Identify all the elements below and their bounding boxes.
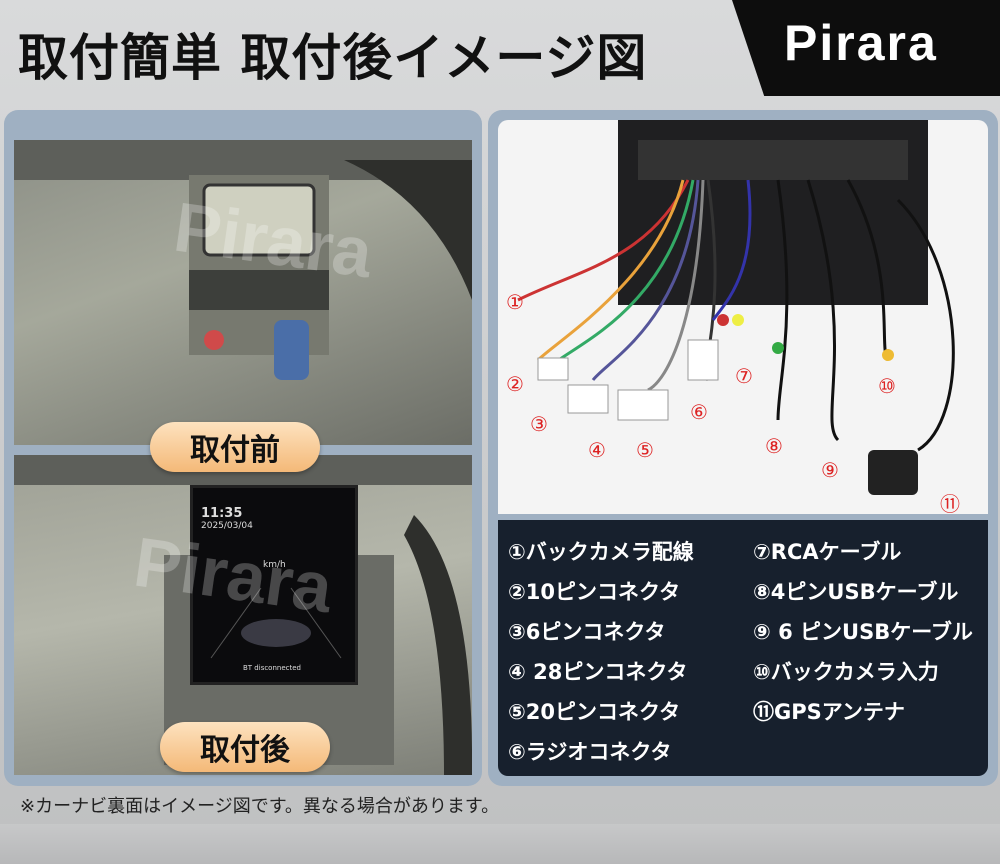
callout-7: ⑦ (735, 364, 753, 388)
navigation-screen: 11:35 2025/03/04 km/h BT disconnected (190, 485, 358, 685)
before-label: 取付前 (150, 422, 320, 472)
list-item: ⑨ 6 ピンUSBケーブル (753, 620, 973, 644)
bluetooth-status: BT disconnected (243, 664, 301, 672)
parts-panel: ① ② ③ ④ ⑤ ⑥ ⑦ ⑧ ⑨ ⑩ ⑪ ①バックカメラ配線 ②10ピンコネク… (488, 110, 998, 786)
date: 2025/03/04 (201, 521, 253, 531)
speed-unit: km/h (263, 560, 286, 570)
page-title: 取付簡単 取付後イメージ図 (18, 29, 648, 87)
before-photo: Pirara (14, 140, 472, 445)
after-photo: 11:35 2025/03/04 km/h BT disconnected Pi… (14, 455, 472, 775)
list-item: ⑦RCAケーブル (753, 540, 902, 564)
before-after-panel: Pirara 11:35 2025/03/04 km/h BT disconne… (4, 110, 482, 786)
list-item: ③6ピンコネクタ (508, 620, 666, 644)
list-item: ①バックカメラ配線 (508, 540, 694, 564)
list-item: ⑥ラジオコネクタ (508, 740, 672, 764)
list-item: ②10ピンコネクタ (508, 580, 681, 604)
list-item: ⑤20ピンコネクタ (508, 700, 681, 724)
list-item: ④ 28ピンコネクタ (508, 660, 688, 684)
clock: 11:35 (201, 506, 243, 521)
callout-2: ② (506, 372, 524, 396)
list-item: ⑪GPSアンテナ (753, 700, 905, 724)
disclaimer-note: ※カーナビ裏面はイメージ図です。異なる場合があります。 (20, 796, 500, 817)
list-item: ⑩バックカメラ入力 (753, 660, 939, 684)
dashboard-before-image (14, 140, 472, 380)
list-item: ⑧4ピンUSBケーブル (753, 580, 959, 604)
parts-list-right: ⑦RCAケーブル ⑧4ピンUSBケーブル ⑨ 6 ピンUSBケーブル ⑩バックカ… (753, 536, 973, 724)
brand-logo: Pirara (732, 0, 1000, 96)
callout-10: ⑩ (878, 374, 896, 398)
harness-image (517, 120, 955, 495)
callout-5: ⑤ (636, 438, 654, 462)
callout-6: ⑥ (690, 400, 708, 424)
callout-9: ⑨ (821, 458, 839, 482)
parts-list-left: ①バックカメラ配線 ②10ピンコネクタ ③6ピンコネクタ ④ 28ピンコネクタ … (508, 536, 694, 764)
car-illustration (210, 587, 342, 659)
wiring-photo: ① ② ③ ④ ⑤ ⑥ ⑦ ⑧ ⑨ ⑩ ⑪ (498, 120, 988, 514)
callout-4: ④ (588, 438, 606, 462)
callout-1: ① (506, 290, 524, 314)
after-label: 取付後 (160, 722, 330, 772)
callout-3: ③ (530, 412, 548, 436)
callout-11: ⑪ (940, 492, 960, 514)
bottom-strip (0, 824, 1000, 864)
parts-list: ①バックカメラ配線 ②10ピンコネクタ ③6ピンコネクタ ④ 28ピンコネクタ … (498, 520, 988, 776)
callout-8: ⑧ (765, 434, 783, 458)
